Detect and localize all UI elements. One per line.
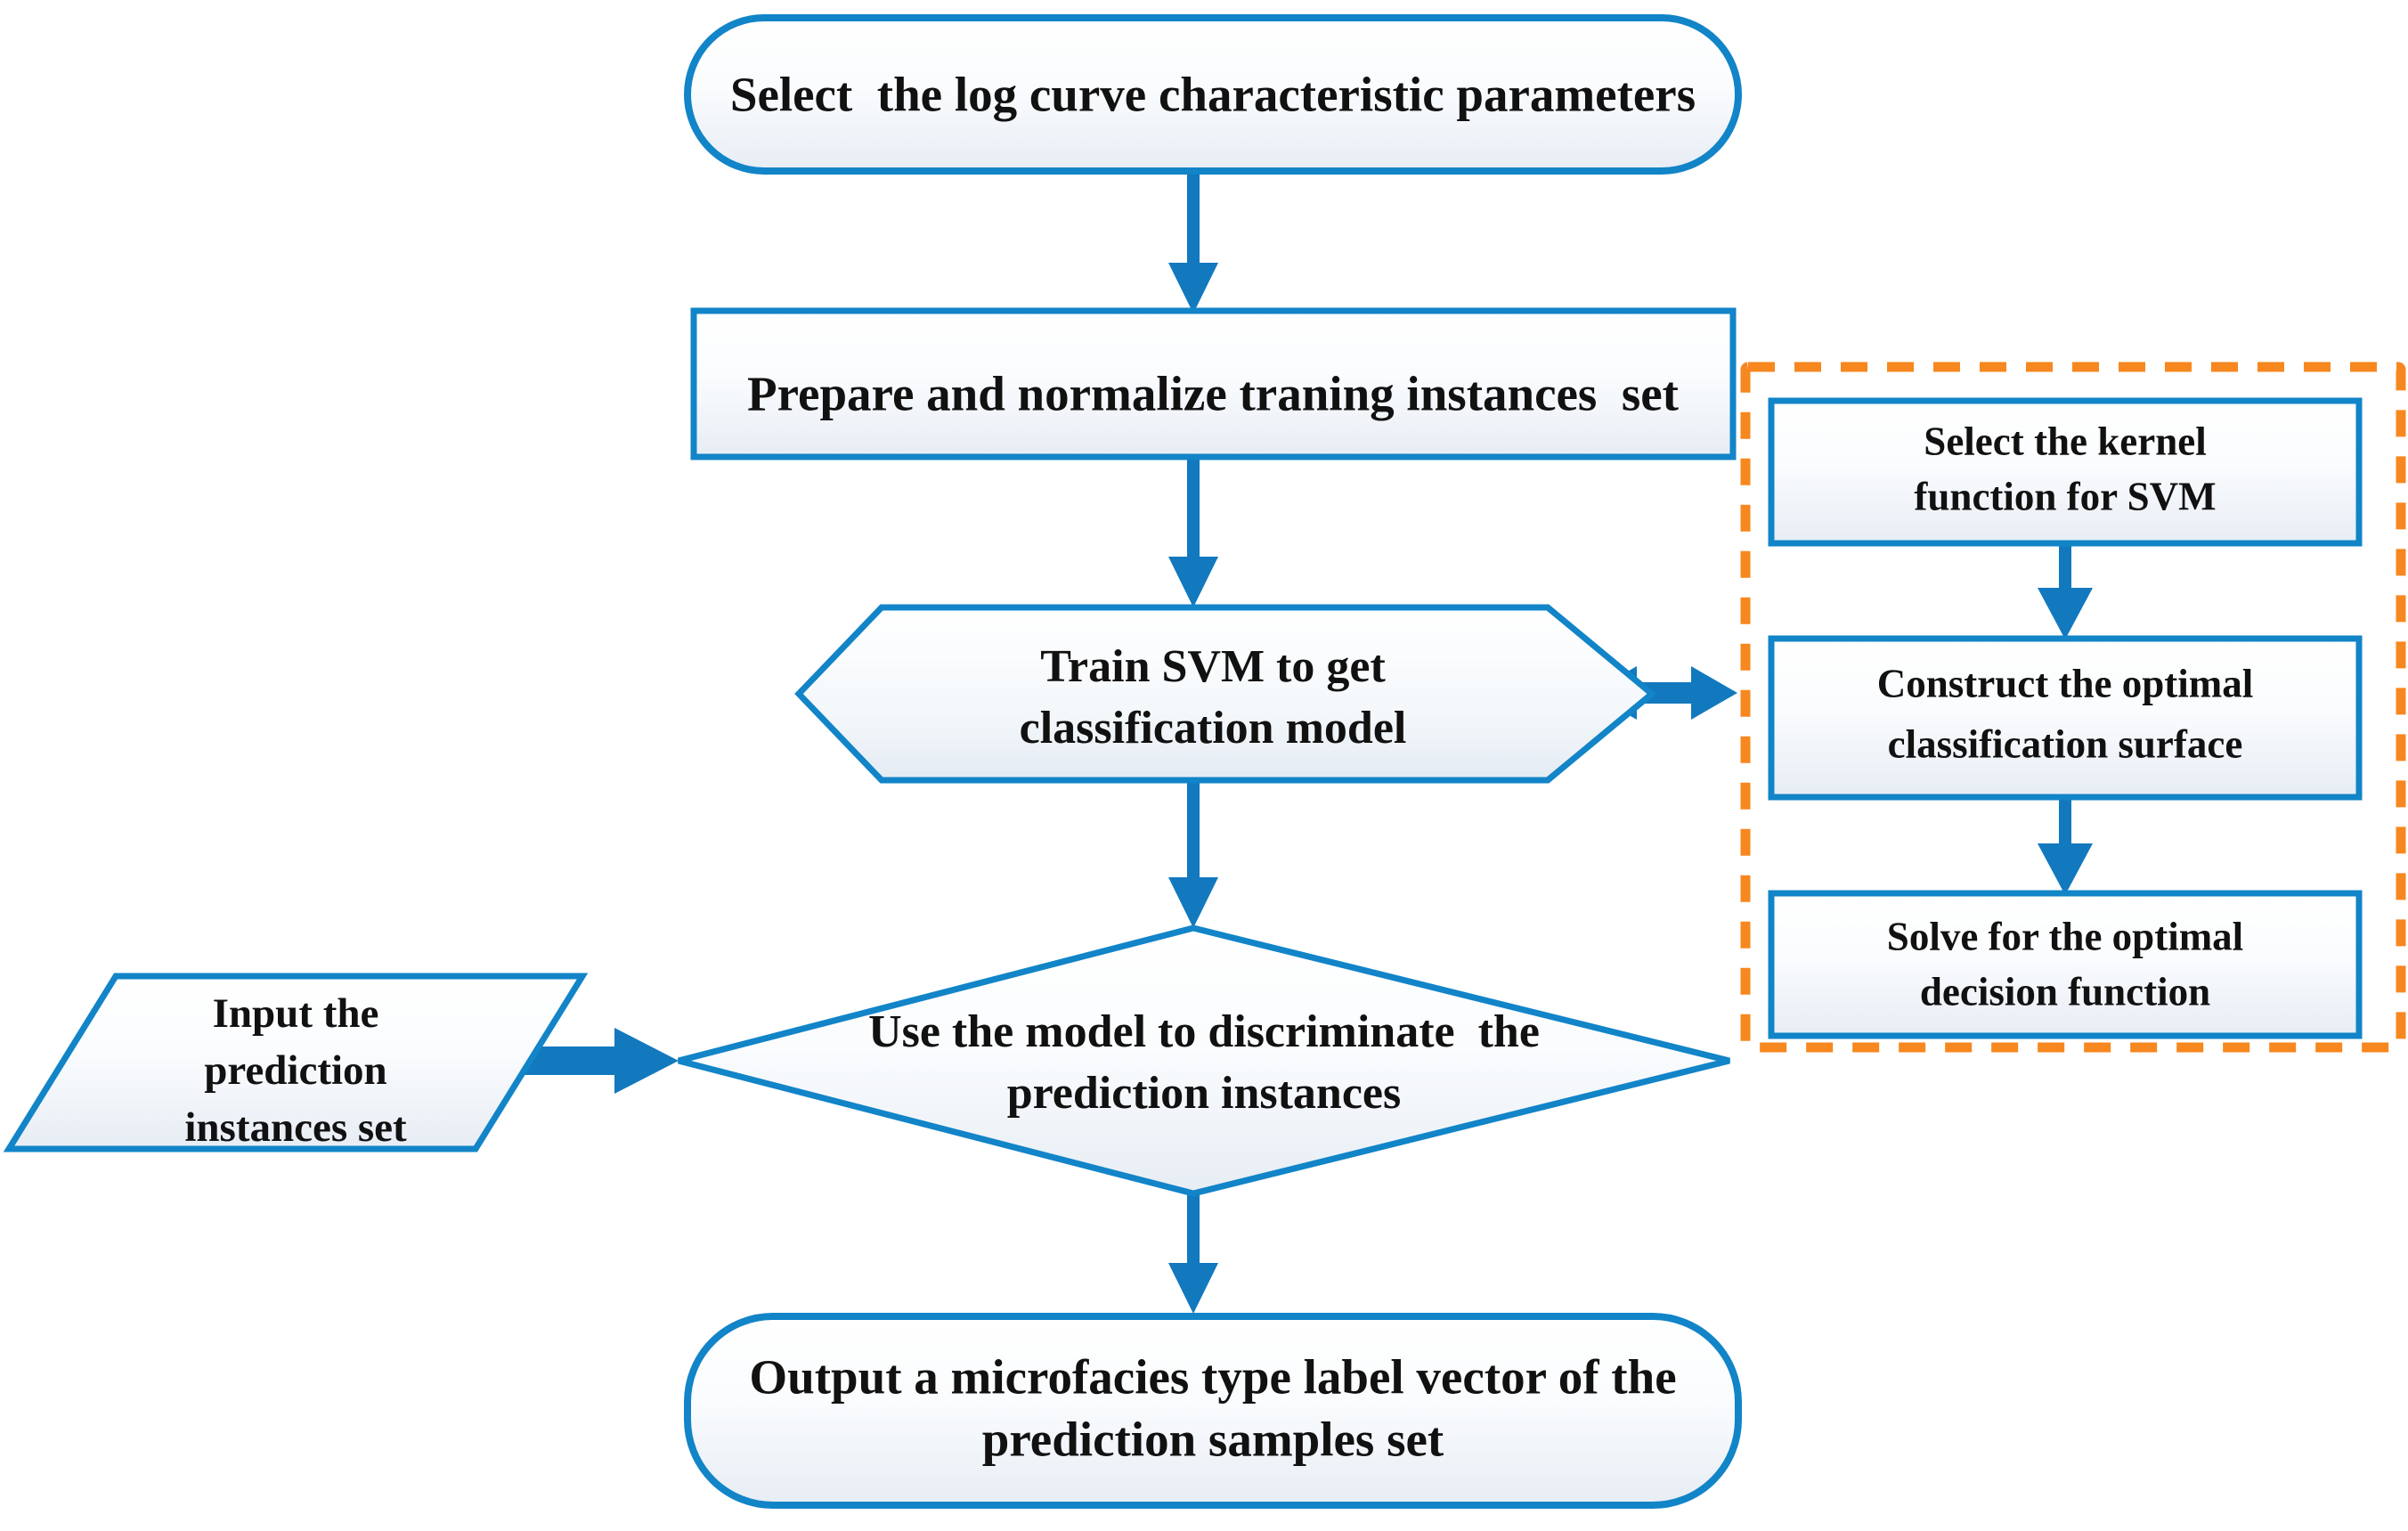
node-label-input-line3: instances set (184, 1104, 407, 1151)
node-output-microfacies-label-vector[interactable]: Output a microfacies type label vector o… (684, 1313, 1742, 1509)
node-label-input-line1: Input the (213, 990, 379, 1037)
node-label-discriminate-line2: prediction instances (1007, 1068, 1402, 1119)
node-label-train-line2: classification model (1020, 703, 1407, 753)
node-prepare-normalize-training-set[interactable]: Prepare and normalize traning instances … (690, 307, 1737, 460)
node-train-svm[interactable]: Train SVM to get classification model (794, 604, 1657, 784)
node-use-model-to-discriminate[interactable]: Use the model to discriminate the predic… (678, 924, 1730, 1197)
node-label-prepare: Prepare and normalize traning instances … (747, 367, 1680, 421)
node-label-discriminate-line1: Use the model to discriminate the (868, 1006, 1540, 1057)
node-select-kernel-function[interactable]: Select the kernel function for SVM (1768, 397, 2363, 547)
connector-svm-step1-to-step2 (2038, 542, 2093, 639)
node-input-prediction-instances[interactable]: Input the prediction instances set (3, 973, 589, 1152)
connector-svm-step2-to-step3 (2038, 795, 2093, 895)
node-label-svm-step1-line1: Select the kernel (1924, 419, 2206, 463)
node-select-log-curve-parameters[interactable]: Select the log curve characteristic para… (684, 14, 1742, 175)
node-construct-optimal-classification-surface[interactable]: Construct the optimal classification sur… (1768, 635, 2363, 801)
svm-group-dashed-border (1740, 362, 2406, 1053)
connector-train-to-discriminate (1168, 780, 1218, 928)
node-label-svm-step1-line2: function for SVM (1914, 474, 2216, 518)
node-label-input-line2: prediction (204, 1047, 386, 1094)
node-label-start: Select the log curve characteristic para… (730, 68, 1696, 122)
node-label-svm-step3-line1: Solve for the optimal (1887, 914, 2243, 958)
connector-discriminate-to-output (1168, 1192, 1218, 1314)
node-label-output-line2: prediction samples set (982, 1413, 1444, 1467)
connector-prepare-to-train (1168, 456, 1218, 607)
node-label-svm-step3-line2: decision function (1920, 969, 2210, 1014)
connector-input-to-discriminate (515, 1028, 679, 1094)
node-label-train-line1: Train SVM to get (1040, 641, 1386, 692)
node-label-svm-step2-line1: Construct the optimal (1877, 661, 2253, 705)
node-solve-optimal-decision-function[interactable]: Solve for the optimal decision function (1768, 890, 2363, 1039)
node-label-output-line1: Output a microfacies type label vector o… (749, 1350, 1676, 1405)
connector-start-to-prepare (1168, 162, 1218, 314)
node-label-svm-step2-line2: classification surface (1888, 721, 2243, 766)
